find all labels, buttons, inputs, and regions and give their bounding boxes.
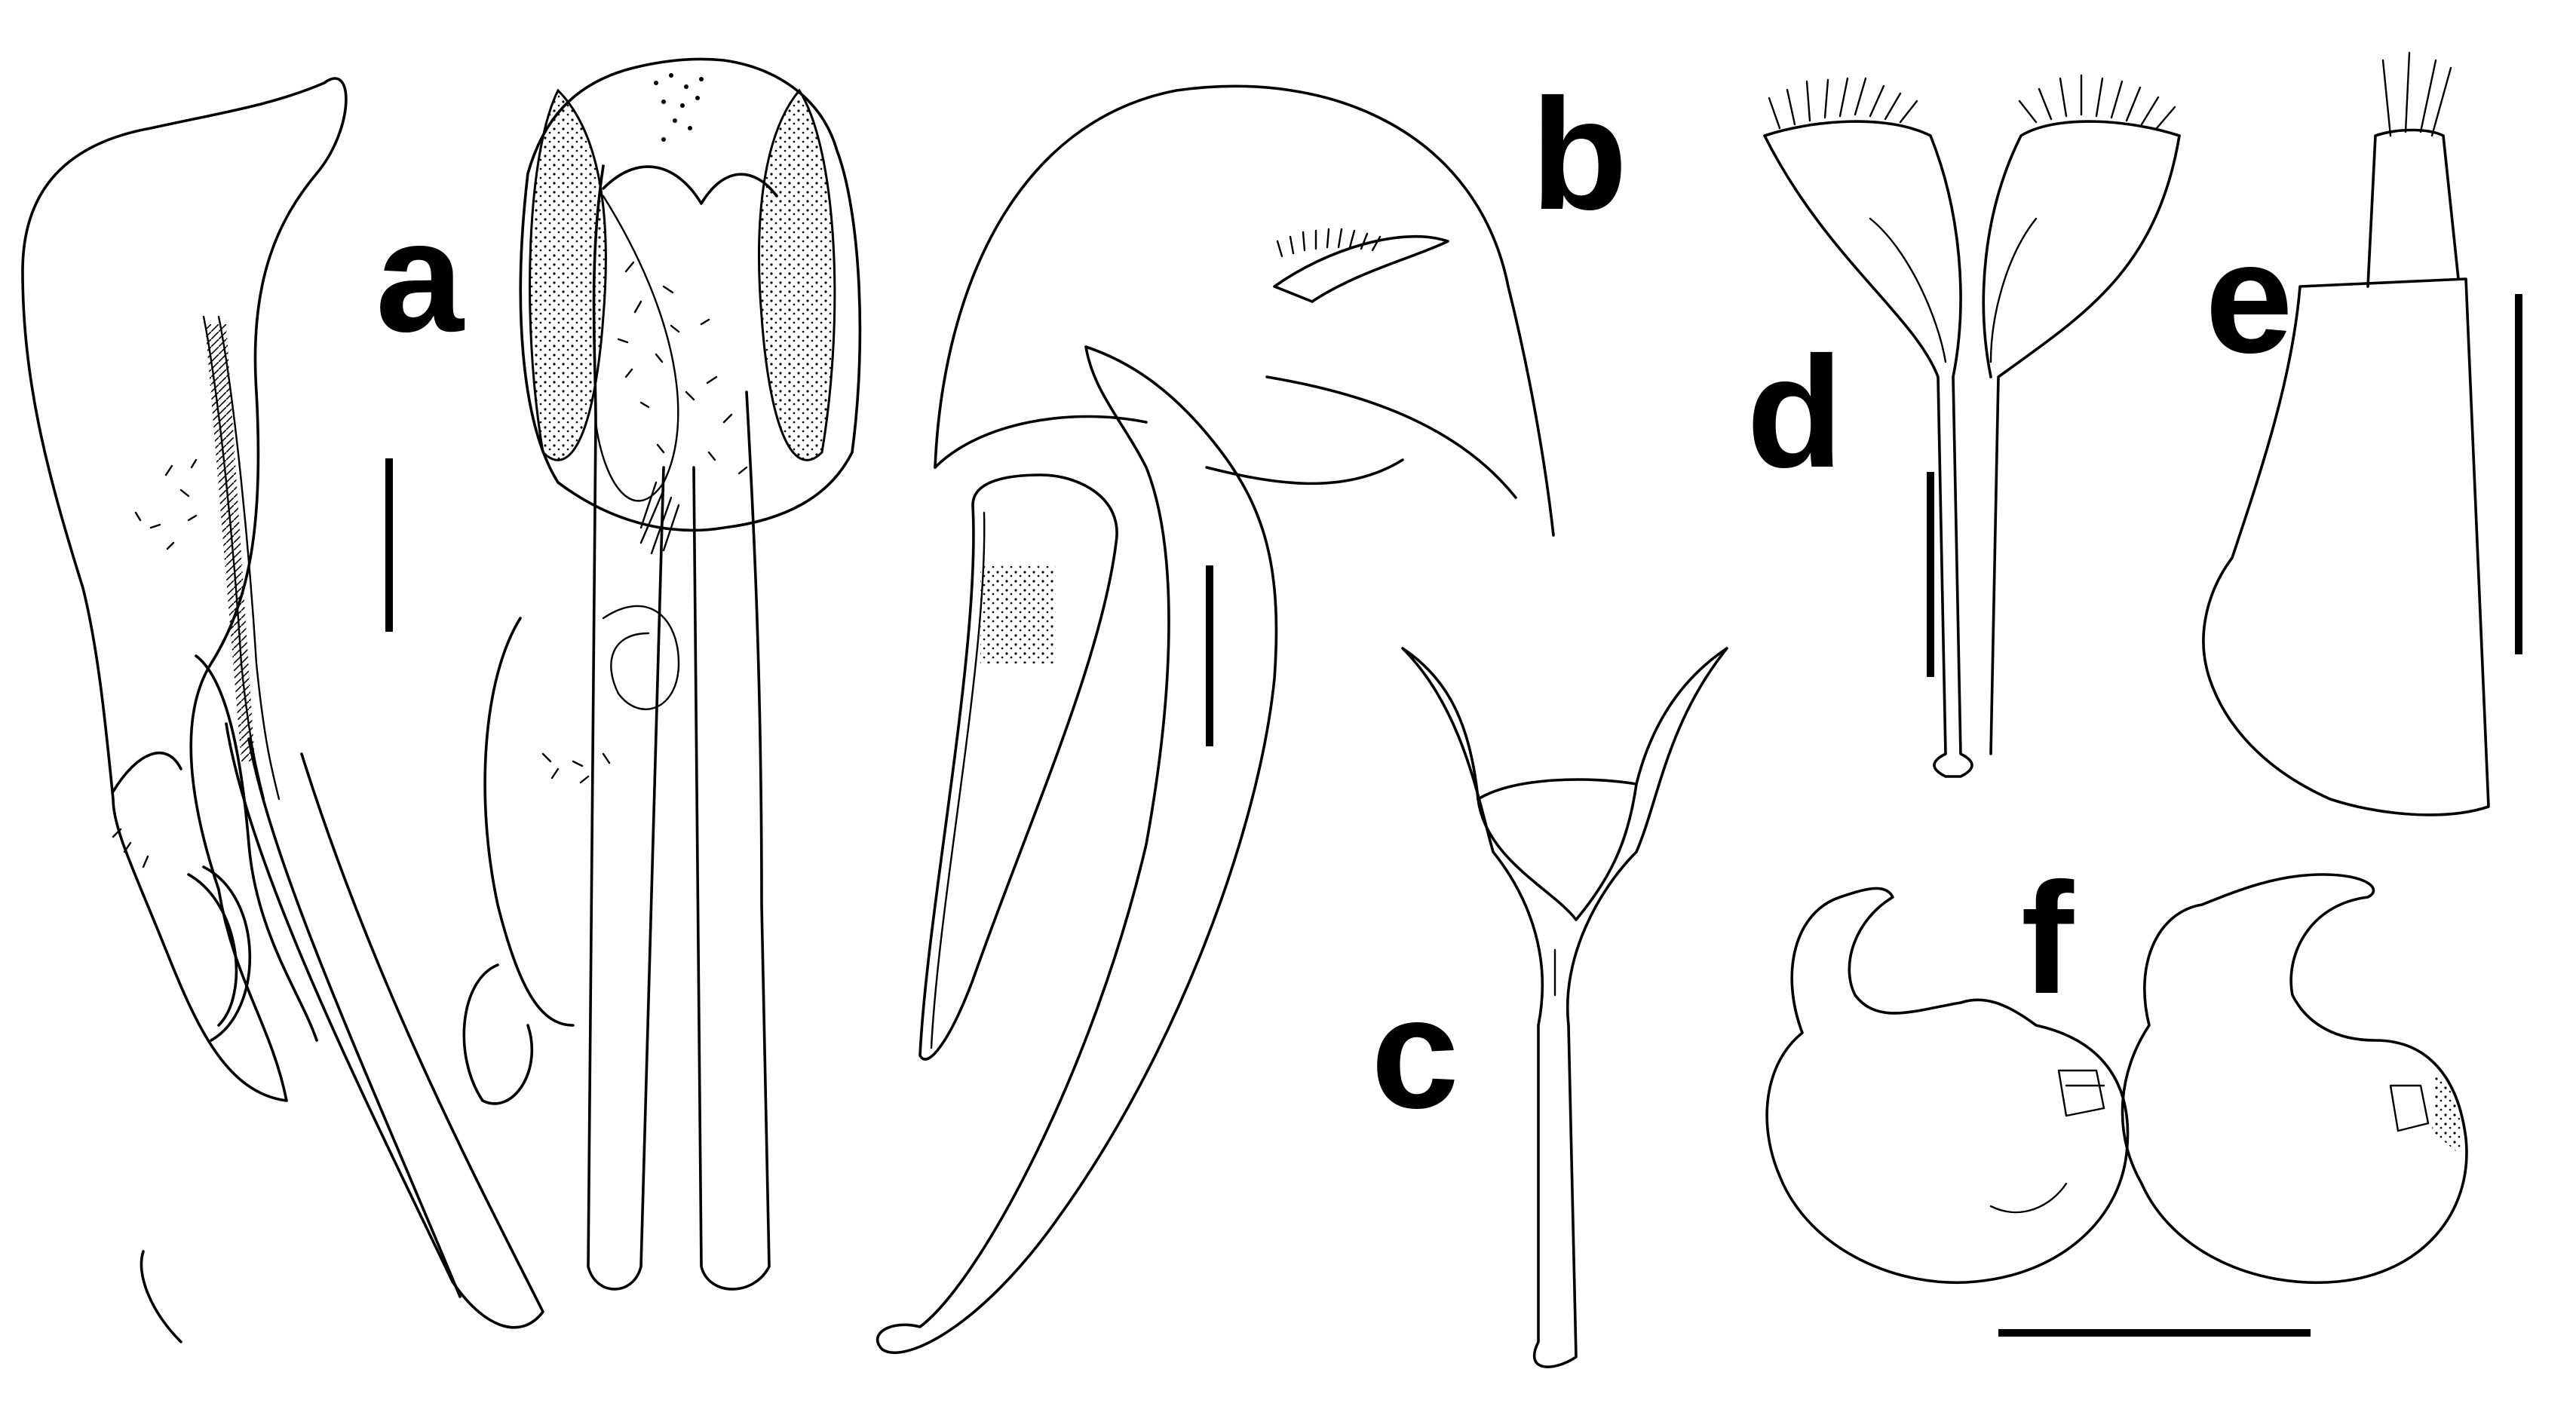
panel-label-c: c [1371,964,1459,1141]
panel-c-drawing [1401,647,1728,1368]
panel-a-dorsal-view [462,57,862,1291]
panel-label-a: a [376,188,464,365]
panel-label-d: d [1746,323,1844,501]
panel-e-drawing [2202,51,2490,816]
panel-b-drawing [876,84,1555,1354]
panel-a-lateral-view [21,77,544,1343]
panel-f-drawing [1765,873,2468,1284]
panel-label-f: f [2021,850,2074,1027]
panel-label-e: e [2205,209,2293,386]
panel-d-drawing [1763,74,2181,778]
panel-label-b: b [1531,66,1628,243]
